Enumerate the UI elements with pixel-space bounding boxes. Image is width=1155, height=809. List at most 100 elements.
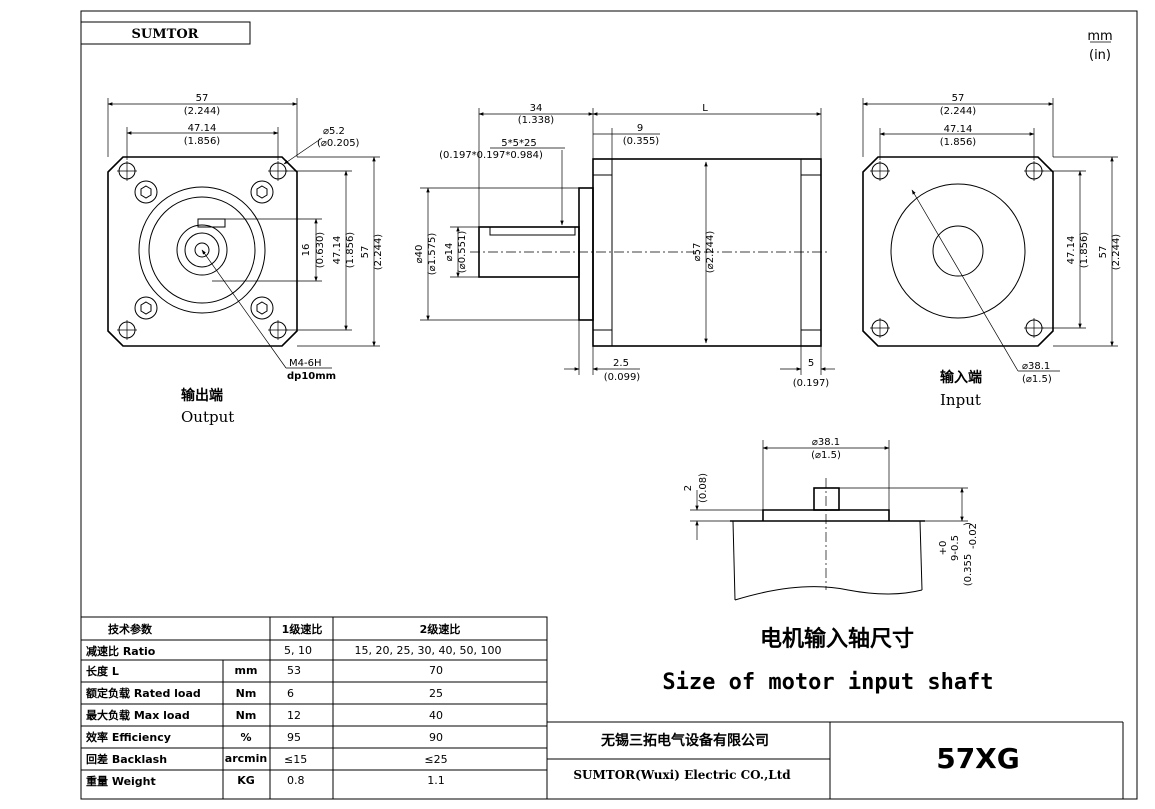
spec-header-param: 技术参数 <box>108 622 153 636</box>
brand-box: SUMTOR <box>80 21 251 45</box>
spec-row-max-unit: Nm <box>236 709 257 722</box>
output-label-cn: 输出端 <box>181 387 223 404</box>
spec-row-eff-s2: 90 <box>429 731 443 744</box>
spec-row-backlash-s1: ≤15 <box>284 753 307 766</box>
input-view: 57 (2.244) 47.14 (1.856) 47.14 (1.856) 5… <box>862 93 1122 409</box>
input-height-hole-in: (1.856) <box>1079 232 1090 269</box>
title-block: 无锡三拓电气设备有限公司 SUMTOR(Wuxi) Electric CO.,L… <box>547 721 1124 799</box>
output-depth: dp10mm <box>287 371 336 382</box>
spec-row-backlash-label: 回差 Backlash <box>86 752 167 766</box>
spec-row-eff-label: 效率 Efficiency <box>86 730 171 744</box>
units-note: mm (in) <box>1087 29 1112 63</box>
shaft-detail: ⌀38.1 (⌀1.5) 2 (0.08) +0 9-0.5 (0.355 -0… <box>683 437 979 601</box>
output-corner-holes <box>117 161 288 340</box>
spec-row-backlash-s2: ≤25 <box>424 753 447 766</box>
input-corner-holes <box>870 161 1044 338</box>
output-height-hole-in: (1.856) <box>345 232 356 269</box>
detail-step-in: (0.08) <box>698 473 709 503</box>
side-flange-in: (0.355) <box>623 136 660 147</box>
output-width-in: (2.244) <box>184 106 221 117</box>
title-cn: 电机输入轴尺寸 <box>760 626 914 652</box>
spec-row-length-label: 长度 L <box>86 664 119 678</box>
spec-row-length-s2: 70 <box>429 664 443 677</box>
spec-row-rated-unit: Nm <box>236 687 257 700</box>
input-label-en: Input <box>940 391 981 409</box>
input-height-in: (2.244) <box>1111 234 1122 271</box>
side-shaft-dia-mm: ⌀14 <box>444 243 455 262</box>
spec-header-stage2: 2级速比 <box>420 622 461 636</box>
spec-row-rated-s1: 6 <box>287 687 294 700</box>
side-shaft-len-in: (1.338) <box>518 115 555 126</box>
detail-tol-in-sub: -0.02 <box>968 523 979 549</box>
spec-table: 技术参数 1级速比 2级速比 减速比 Ratio 5, 10 15, 20, 2… <box>80 616 548 800</box>
output-height-hole-mm: 47.14 <box>332 236 343 265</box>
spec-header-stage1: 1级速比 <box>282 622 323 636</box>
input-width-mm: 57 <box>952 93 965 104</box>
output-height-in: (2.244) <box>373 234 384 271</box>
input-hole-spacing-in: (1.856) <box>940 137 977 148</box>
output-hole-spacing-in: (1.856) <box>184 136 221 147</box>
spec-row-ratio-s2: 15, 20, 25, 30, 40, 50, 100 <box>355 644 502 657</box>
model-number: 57XG <box>936 742 1020 775</box>
output-hole-dia-mm: ⌀5.2 <box>323 126 345 137</box>
output-width-mm: 57 <box>196 93 209 104</box>
output-inner-holes <box>134 180 274 320</box>
side-body-dia-in: (⌀2.244) <box>705 231 716 274</box>
spec-row-ratio-label: 减速比 Ratio <box>86 644 156 658</box>
detail-step-mm: 2 <box>683 485 694 491</box>
output-label-en: Output <box>181 408 234 426</box>
output-view: 57 (2.244) 47.14 (1.856) ⌀5.2 (⌀0.205) 1… <box>107 93 384 426</box>
detail-tol-in: (0.355 <box>963 554 974 587</box>
company-cn: 无锡三拓电气设备有限公司 <box>600 732 769 749</box>
title-en: Size of motor input shaft <box>662 670 993 695</box>
side-pilot-dia-in: (⌀1.575) <box>427 233 438 276</box>
units-mm: mm <box>1087 29 1112 44</box>
output-shaft-v-mm: 16 <box>301 244 312 257</box>
detail-tol-upper: +0 <box>938 541 949 556</box>
side-rear-mm: 5 <box>808 358 814 369</box>
spec-row-weight-s2: 1.1 <box>427 774 445 787</box>
output-hole-dia-in: (⌀0.205) <box>317 138 360 149</box>
spec-row-weight-s1: 0.8 <box>287 774 305 787</box>
side-length-label: L <box>702 103 708 114</box>
spec-row-max-s1: 12 <box>287 709 301 722</box>
input-bore-mm: ⌀38.1 <box>1022 361 1050 372</box>
side-pilot-len-in: (0.099) <box>604 372 641 383</box>
spec-row-weight-unit: KG <box>237 774 255 787</box>
input-hole-spacing-mm: 47.14 <box>944 124 973 135</box>
detail-dia-in: (⌀1.5) <box>811 450 841 461</box>
side-flange-mm: 9 <box>637 123 643 134</box>
spec-row-rated-label: 额定负载 Rated load <box>86 686 201 700</box>
spec-row-length-s1: 53 <box>287 664 301 677</box>
spec-row-length-unit: mm <box>235 664 258 677</box>
side-pilot-len-mm: 2.5 <box>613 358 629 369</box>
company-en: SUMTOR(Wuxi) Electric CO.,Ltd <box>573 768 791 782</box>
side-key-mm: 5*5*25 <box>501 138 536 149</box>
side-body-dia-mm: ⌀57 <box>692 243 703 262</box>
side-shaft-dia-in: (⌀0.551) <box>457 231 468 274</box>
output-shaft-v-in: (0.630) <box>315 232 326 269</box>
input-label-cn: 输入端 <box>940 369 982 386</box>
brand-label: SUMTOR <box>132 27 199 42</box>
output-thread: M4-6H <box>289 358 321 369</box>
side-pilot-dia-mm: ⌀40 <box>414 245 425 264</box>
spec-row-ratio-s1: 5, 10 <box>284 644 312 657</box>
output-height-mm: 57 <box>360 246 371 259</box>
output-hole-spacing-mm: 47.14 <box>188 123 217 134</box>
detail-tol-mm: 9-0.5 <box>950 535 961 561</box>
input-height-hole-mm: 47.14 <box>1066 236 1077 265</box>
side-key-in: (0.197*0.197*0.984) <box>439 150 543 161</box>
spec-row-rated-s2: 25 <box>429 687 443 700</box>
detail-dia-mm: ⌀38.1 <box>812 437 840 448</box>
spec-row-eff-unit: % <box>240 731 251 744</box>
spec-row-eff-s1: 95 <box>287 731 301 744</box>
spec-row-backlash-unit: arcmin <box>225 752 267 765</box>
input-bore-in: (⌀1.5) <box>1022 374 1052 385</box>
spec-row-max-s2: 40 <box>429 709 443 722</box>
side-rear-in: (0.197) <box>793 378 830 389</box>
side-view: 34 (1.338) L 9 (0.355) 5*5*25 (0.197*0.1… <box>414 103 835 389</box>
drawing-frame <box>80 10 1138 800</box>
input-width-in: (2.244) <box>940 106 977 117</box>
detail-tol-close: ) <box>963 522 974 526</box>
